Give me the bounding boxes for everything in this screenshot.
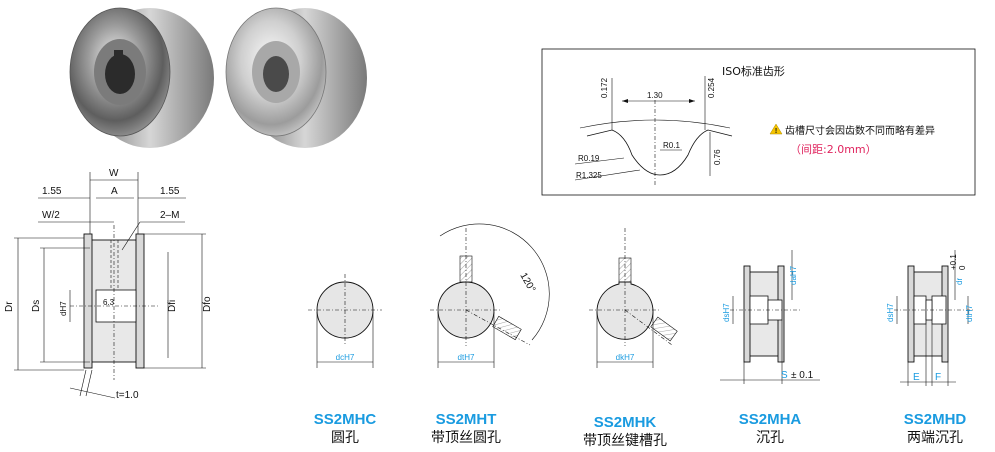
pulley-photo-dark — [69, 7, 214, 148]
code-ss2mha: SS2MHA — [739, 411, 802, 428]
dim-dfi: Dfi — [167, 300, 178, 312]
code-ss2mht: SS2MHT — [436, 411, 497, 428]
dim-ds-a: dsH7 — [722, 303, 731, 322]
dim-f: F — [935, 372, 941, 383]
dim-dr-d: dr — [955, 278, 964, 285]
dim-dt-d: dtH7 — [965, 305, 974, 322]
iso-title: ISO标准齿形 — [722, 64, 785, 78]
iso-dim-0254: 0.254 — [707, 77, 716, 98]
dim-w: W — [109, 168, 119, 179]
dim-ds: Ds — [31, 300, 42, 312]
dim-dh7: dH7 — [59, 301, 68, 316]
pulley-photo-light — [225, 7, 367, 148]
svg-text:!: ! — [775, 128, 777, 135]
name-ss2mht: 带顶丝圆孔 — [431, 430, 501, 446]
code-ss2mhd: SS2MHD — [904, 411, 967, 428]
iso-note: 齿槽尺寸会因齿数不同而略有差异 — [785, 124, 935, 137]
iso-dim-pitch: 1.30 — [647, 91, 663, 100]
angle-120: 120° — [517, 271, 537, 294]
iso-profile-panel: ISO标准齿形 1.30 0.172 0.254 0.76 R0.1 R0.19… — [541, 48, 976, 196]
name-ss2mhc: 圆孔 — [331, 430, 359, 446]
dim-dr: Dr — [4, 301, 15, 312]
variant-ss2mht: 120° dtH7 SS2MHT 带顶丝圆孔 — [430, 223, 550, 446]
iso-dim-r1325: R1.325 — [576, 171, 602, 180]
tol-up: +0.1 — [949, 254, 958, 270]
dim-da: daH7 — [789, 265, 798, 285]
dim-e: E — [913, 372, 920, 383]
variant-ss2mha: dsH7 daH7 S ± 0.1 SS2MHA 沉孔 — [720, 250, 820, 446]
dim-w2: W/2 — [42, 210, 60, 221]
name-ss2mha: 沉孔 — [756, 430, 784, 446]
dim-a: A — [111, 186, 118, 197]
iso-dim-r019: R0.19 — [578, 154, 600, 163]
variant-ss2mhc: dcH7 SS2MHC 圆孔 — [308, 274, 382, 446]
dim-155-left: 1.55 — [42, 186, 62, 197]
variant-ss2mhk: dkH7 SS2MHK 带顶丝键槽孔 — [583, 228, 678, 449]
dim-dt: dtH7 — [458, 353, 475, 362]
name-ss2mhd: 两端沉孔 — [907, 430, 963, 446]
dim-r63: 6.3 — [103, 298, 115, 307]
warning-icon — [769, 123, 783, 135]
tol-lo: 0 — [958, 265, 967, 270]
iso-dim-076: 0.76 — [713, 149, 722, 165]
dim-s-tol: ± 0.1 — [791, 370, 814, 381]
name-ss2mhk: 带顶丝键槽孔 — [583, 433, 667, 449]
iso-pitch: （间距:2.0mm） — [790, 143, 877, 156]
code-ss2mhc: SS2MHC — [314, 411, 377, 428]
dim-s: S — [781, 370, 788, 381]
code-ss2mhk: SS2MHK — [594, 414, 657, 431]
dim-ds-d: dsH7 — [886, 303, 895, 322]
main-section-drawing: Dr Ds dH7 Dfi Dfo 6.3 W A 1.55 1.55 W/2 … — [4, 168, 213, 401]
dim-155-right: 1.55 — [160, 186, 180, 197]
dim-t: t=1.0 — [116, 390, 139, 401]
iso-dim-r01: R0.1 — [663, 141, 680, 150]
dim-dc: dcH7 — [336, 353, 355, 362]
iso-dim-0172: 0.172 — [600, 77, 609, 98]
dim-dfo: Dfo — [202, 296, 213, 312]
dim-dk: dkH7 — [616, 353, 635, 362]
variant-ss2mhd: dsH7 dtH7 dr +0.1 0 E F SS2MHD 两端沉孔 — [886, 250, 975, 446]
dim-2m: 2–M — [160, 210, 179, 221]
